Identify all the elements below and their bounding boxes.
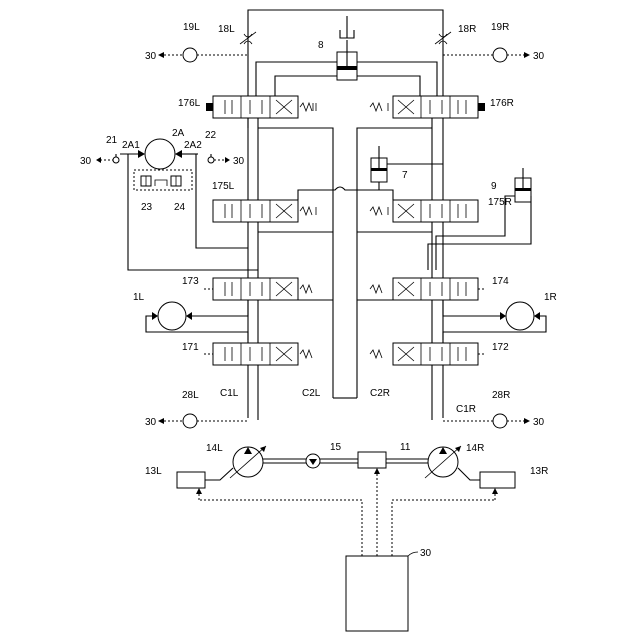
label-11: 11	[400, 442, 411, 453]
label-c1r: C1R	[456, 404, 476, 415]
relief-valves-23-24	[134, 170, 192, 190]
label-19r: 19R	[491, 22, 509, 33]
label-175r: 175R	[488, 197, 512, 208]
controller-11	[358, 452, 386, 468]
label-175l: 175L	[212, 181, 235, 192]
label-2a: 2A	[172, 128, 185, 139]
label-28l: 28L	[182, 390, 199, 401]
valve-176r	[370, 96, 485, 128]
label-30-28l: 30	[145, 417, 157, 428]
port-21	[96, 154, 119, 163]
label-174: 174	[492, 276, 509, 287]
sensor-28r	[443, 414, 530, 428]
label-13l: 13L	[145, 466, 162, 477]
label-18l: 18L	[218, 24, 235, 35]
label-8: 8	[318, 40, 324, 51]
label-30-19r: 30	[533, 51, 545, 62]
label-18r: 18R	[458, 24, 476, 35]
label-24: 24	[174, 202, 186, 213]
label-7: 7	[402, 170, 408, 181]
label-19l: 19L	[183, 22, 200, 33]
label-30-21: 30	[80, 156, 92, 167]
label-176r: 176R	[490, 98, 514, 109]
label-21: 21	[106, 135, 118, 146]
cylinder-8	[256, 16, 437, 96]
label-c2r: C2R	[370, 388, 390, 399]
label-9: 9	[491, 181, 497, 192]
label-14l: 14L	[206, 443, 223, 454]
valve-171	[204, 343, 312, 365]
label-30-28r: 30	[533, 417, 545, 428]
label-28r: 28R	[492, 390, 510, 401]
label-173: 173	[182, 276, 199, 287]
label-30-22: 30	[233, 156, 245, 167]
label-2a2: 2A2	[184, 140, 202, 151]
valve-176l	[206, 96, 316, 128]
label-176l: 176L	[178, 98, 201, 109]
valve-175l	[213, 190, 333, 232]
sensor-19l	[158, 48, 248, 62]
label-30-19l: 30	[145, 51, 157, 62]
valve-175r	[357, 190, 478, 232]
motor-1l	[146, 300, 248, 340]
motor-1r	[443, 300, 546, 340]
valve-173	[204, 278, 333, 300]
orifice-15	[306, 454, 320, 468]
label-1l: 1L	[133, 292, 145, 303]
label-2a1: 2A1	[122, 140, 140, 151]
label-172: 172	[492, 342, 509, 353]
label-14r: 14R	[466, 443, 484, 454]
label-23: 23	[141, 202, 153, 213]
label-c2l: C2L	[302, 388, 321, 399]
label-22: 22	[205, 130, 217, 141]
regulator-13l	[177, 472, 205, 500]
port-22	[208, 154, 230, 163]
controller-30-box	[346, 552, 418, 631]
label-30-main: 30	[420, 548, 432, 559]
sensor-28l	[158, 414, 248, 428]
valve-172	[370, 343, 486, 365]
control-signal-lines	[199, 468, 495, 556]
sensor-19r	[443, 48, 530, 62]
label-1r: 1R	[544, 292, 557, 303]
regulator-13r	[480, 472, 515, 500]
valve-174	[357, 278, 486, 300]
label-c1l: C1L	[220, 388, 239, 399]
label-171: 171	[182, 342, 199, 353]
label-15: 15	[330, 442, 342, 453]
label-13r: 13R	[530, 466, 548, 477]
